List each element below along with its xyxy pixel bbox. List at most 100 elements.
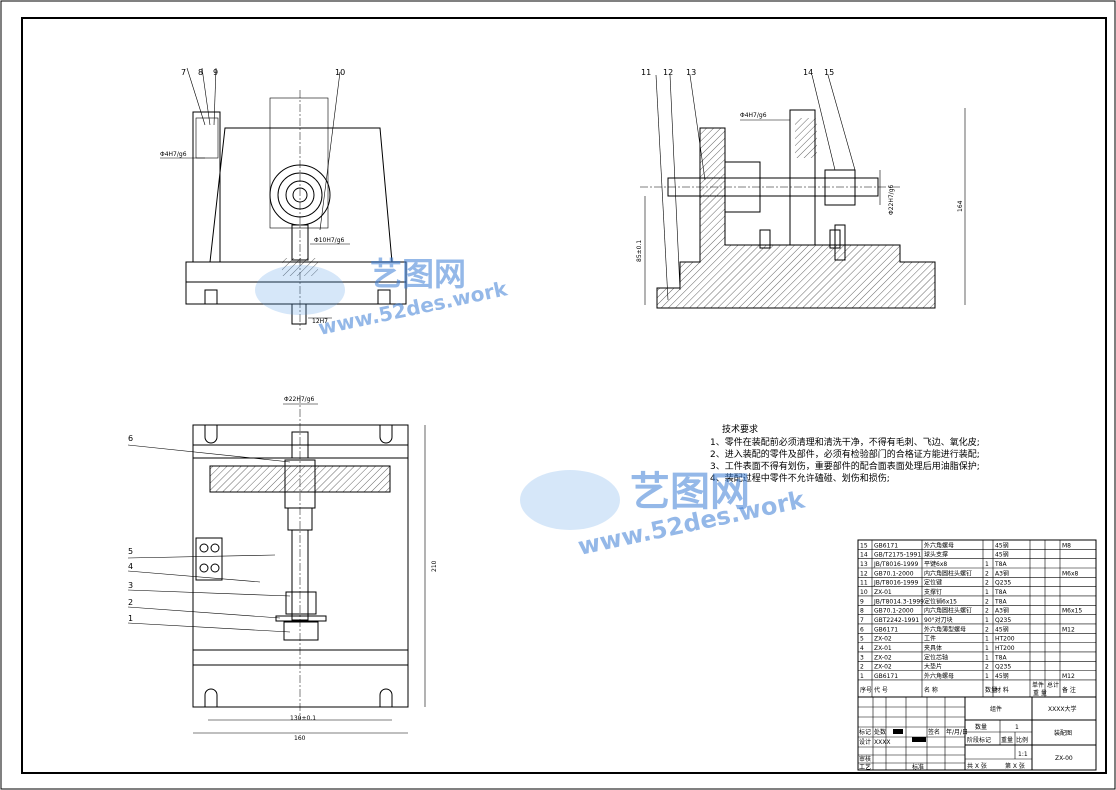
weight-label: 重量 [1001,736,1013,744]
dim-spacing: 130±0.1 [290,715,316,722]
parts-cell-material: 45钢 [995,625,1009,633]
parts-cell-name: 90°对刀块 [924,616,953,624]
parts-cell-name: 平键6x8 [924,560,947,568]
parts-cell-code: JB/T8014.3-1999 [873,598,924,605]
parts-cell-code: ZX-01 [874,645,892,652]
qty-value: 1 [1015,724,1019,731]
balloon-15: 15 [824,68,834,77]
dim-bore-fit: Φ22H7/g6 [888,184,895,215]
parts-cell-no: 11 [860,580,868,587]
scale-label: 比例 [1016,736,1028,744]
parts-cell-name: 支撑钉 [924,588,942,596]
requirement-item: 2、进入装配的零件及部件，必须有检验部门的合格证方能进行装配; [710,448,980,460]
parts-cell-qty: 1 [985,636,989,643]
parts-header-material: 材 料 [995,686,1009,694]
dim-shaft-fit: Φ10H7/g6 [314,237,345,244]
parts-cell-material: HT200 [995,645,1015,652]
review-label: 审核 [859,755,871,763]
mark-label: 标记 [859,728,871,736]
parts-cell-qty: 2 [985,580,989,587]
parts-cell-qty: 1 [985,654,989,661]
balloon-11: 11 [641,68,651,77]
parts-cell-name: 外六角薄型螺母 [924,625,966,633]
count-label: 处数 [874,728,886,736]
parts-header-weight: 重 量 [1033,689,1047,697]
sign-label: 签名 [928,728,940,736]
parts-cell-code: GB6171 [874,626,898,633]
parts-cell-remark: M12 [1062,626,1075,633]
parts-cell-no: 5 [860,636,864,643]
parts-cell-material: T8A [994,561,1007,568]
balloon-13: 13 [686,68,696,77]
requirement-item: 1、零件在装配前必须清理和清洗干净，不得有毛刺、飞边、氧化皮; [710,436,980,448]
sheet-count: 共 X 张 [967,762,987,770]
requirement-item: 3、工件表面不得有划伤，重要部件的配合面表面处理后用油脂保护; [710,460,980,472]
requirements-title: 技术要求 [722,423,758,435]
balloon-7: 7 [181,68,186,77]
parts-cell-material: Q235 [995,617,1011,624]
dim-height: 85±0.1 [636,240,643,262]
parts-cell-qty: 2 [985,598,989,605]
drawing-type: 装配图 [1054,729,1072,737]
dim-overall: 164 [957,200,964,212]
parts-cell-name: 球头支撑 [924,551,948,559]
parts-cell-no: 2 [860,664,864,671]
parts-cell-code: ZX-02 [874,654,892,661]
balloon-14: 14 [803,68,813,77]
parts-cell-code: JB/T8016-1999 [873,561,918,568]
parts-cell-no: 6 [860,626,864,633]
parts-cell-code: GB6171 [874,542,898,549]
parts-cell-code: GB70.1-2000 [874,608,914,615]
balloon-1: 1 [128,614,133,623]
balloon-3: 3 [128,581,133,590]
parts-cell-no: 13 [860,561,868,568]
parts-cell-no: 14 [860,552,868,559]
parts-cell-code: GB6171 [874,673,898,680]
parts-cell-material: A3钢 [995,569,1009,577]
parts-cell-name: 定位销6x15 [924,597,957,605]
balloon-12: 12 [663,68,673,77]
parts-cell-no: 15 [860,542,868,549]
parts-cell-no: 10 [860,589,868,596]
parts-cell-name: 工件 [924,635,936,643]
front-view: 7 8 9 10 Φ4H7/g6 Φ10H7/g6 12H7 [160,67,407,330]
watermark-brand: 艺图网 [370,255,466,293]
parts-header-total: 总计 [1047,681,1059,689]
parts-header-no: 序号 [860,686,872,694]
standard-label: 标准 [912,763,924,771]
watermark-brand-2: 艺图网 [630,469,750,515]
parts-cell-no: 7 [860,617,864,624]
drawing-code: ZX-00 [1055,755,1073,762]
parts-header-code: 代 号 [874,686,888,694]
parts-cell-code: JB/T8016-1999 [873,580,918,587]
parts-cell-code: ZX-01 [874,589,892,596]
parts-cell-qty: 1 [985,589,989,596]
parts-cell-remark: M8 [1062,542,1071,549]
parts-cell-code: ZX-02 [874,664,892,671]
requirement-item: 4、装配过程中零件不允许磕碰、划伤和损伤; [710,472,890,484]
parts-cell-material: 45钢 [995,672,1009,680]
technical-requirements: 技术要求 1、零件在装配前必须清理和清洗干净，不得有毛刺、飞边、氧化皮; 2、进… [710,423,980,484]
parts-cell-remark: M6x15 [1062,608,1082,615]
dim-key-fit: 12H7 [312,318,328,325]
parts-cell-qty: 2 [985,570,989,577]
dim-width: 160 [294,735,306,742]
parts-cell-material: HT200 [995,636,1015,643]
parts-cell-material: T8A [994,598,1007,605]
parts-cell-qty: 1 [985,673,989,680]
balloon-6: 6 [128,434,133,443]
parts-cell-code: ZX-02 [874,636,892,643]
parts-cell-code: GB/T2175-1991 [874,552,921,559]
parts-cell-qty: 1 [985,617,989,624]
parts-cell-material: T8A [994,589,1007,596]
parts-cell-code: GB70.1-2000 [874,570,914,577]
parts-cell-no: 9 [860,598,864,605]
parts-header-qty: 数量 [985,686,997,694]
parts-cell-name: 外六角螺母 [924,672,954,680]
stage-label: 阶段标记 [967,736,991,744]
parts-cell-material: Q235 [995,580,1011,587]
title-block: 组件 XXXX大学 数量 1 装配图 阶段标记 重量 比例 1:1 ZX-00 … [857,696,1097,771]
